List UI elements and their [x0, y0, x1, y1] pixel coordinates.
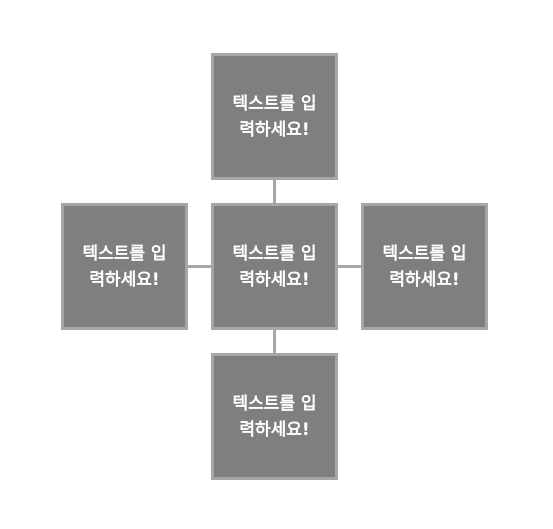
node-bottom[interactable]: 텍스트를 입력하세요!: [211, 353, 338, 480]
connector-top: [273, 180, 276, 203]
node-top[interactable]: 텍스트를 입력하세요!: [211, 53, 338, 180]
node-top-label: 텍스트를 입력하세요!: [232, 93, 317, 140]
node-bottom-label: 텍스트를 입력하세요!: [232, 393, 317, 440]
node-left-label: 텍스트를 입력하세요!: [82, 243, 167, 290]
node-center[interactable]: 텍스트를 입력하세요!: [211, 203, 338, 330]
node-right[interactable]: 텍스트를 입력하세요!: [361, 203, 488, 330]
node-center-label: 텍스트를 입력하세요!: [232, 243, 317, 290]
connector-bottom: [273, 330, 276, 353]
connector-left: [188, 265, 211, 268]
node-right-label: 텍스트를 입력하세요!: [382, 243, 467, 290]
node-left[interactable]: 텍스트를 입력하세요!: [61, 203, 188, 330]
connector-right: [338, 265, 361, 268]
